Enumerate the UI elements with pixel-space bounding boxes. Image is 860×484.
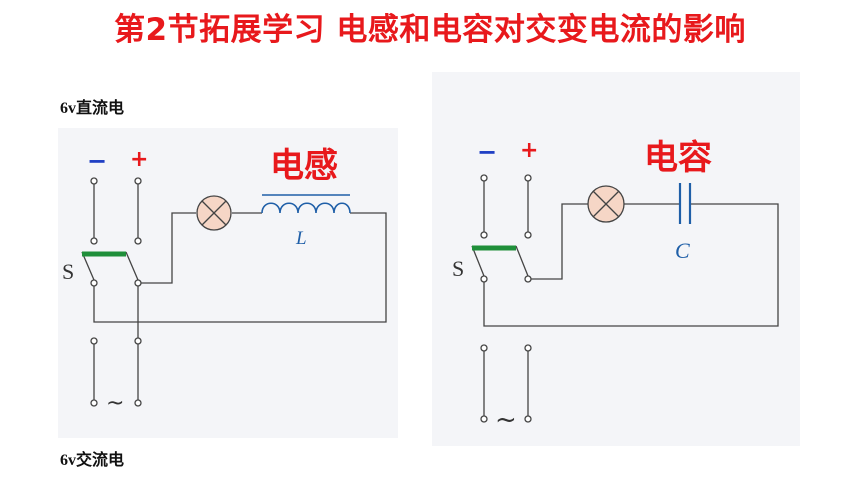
capacitor-symbol: C <box>675 238 690 263</box>
switch-blade-a <box>81 251 95 281</box>
switch-pivot-d <box>524 275 532 283</box>
switch-blade-b <box>125 251 139 281</box>
switch-blade-c <box>471 245 485 277</box>
dc-terminal-minus <box>90 177 98 185</box>
capacitor-heading: 电容 <box>644 138 712 178</box>
right-figure-panel <box>432 72 800 446</box>
left-figure-panel <box>58 128 398 438</box>
inductor-coil-icon <box>261 194 351 214</box>
lamp-icon <box>196 195 232 231</box>
dc-terminal-minus-right <box>480 174 488 182</box>
inductor-heading: 电感 <box>270 146 338 186</box>
capacitor-circuit <box>471 174 779 423</box>
switch-pivot-c <box>480 275 488 283</box>
ac-terminal-d <box>524 344 532 352</box>
ac-supply-label: 6v交流电 <box>60 452 125 469</box>
dc-terminal-plus <box>134 177 142 185</box>
minus-sign: − <box>477 138 497 166</box>
switch-pivot-b <box>134 279 142 287</box>
switch-pivot-a <box>90 279 98 287</box>
dc-terminal-plus-right <box>524 174 532 182</box>
minus-sign: − <box>87 147 107 175</box>
ac-symbol: ~ <box>495 405 517 435</box>
switch-label: S <box>452 256 464 281</box>
plus-sign: + <box>130 147 148 172</box>
ac-terminal-c <box>480 344 488 352</box>
switch-label: S <box>62 259 74 284</box>
ac-terminal-b <box>134 337 142 345</box>
plus-sign: + <box>520 138 538 163</box>
ac-symbol: ~ <box>106 391 124 416</box>
ac-terminal-a <box>90 337 98 345</box>
inductor-symbol: L <box>295 228 307 249</box>
inductor-circuit <box>81 177 387 407</box>
page-title: 第2节拓展学习 电感和电容对交变电流的影响 <box>114 12 746 48</box>
lamp-icon <box>587 185 625 223</box>
capacitor-plates-icon <box>678 183 692 224</box>
switch-blade-d <box>515 245 529 277</box>
dc-supply-label: 6v直流电 <box>60 100 125 117</box>
